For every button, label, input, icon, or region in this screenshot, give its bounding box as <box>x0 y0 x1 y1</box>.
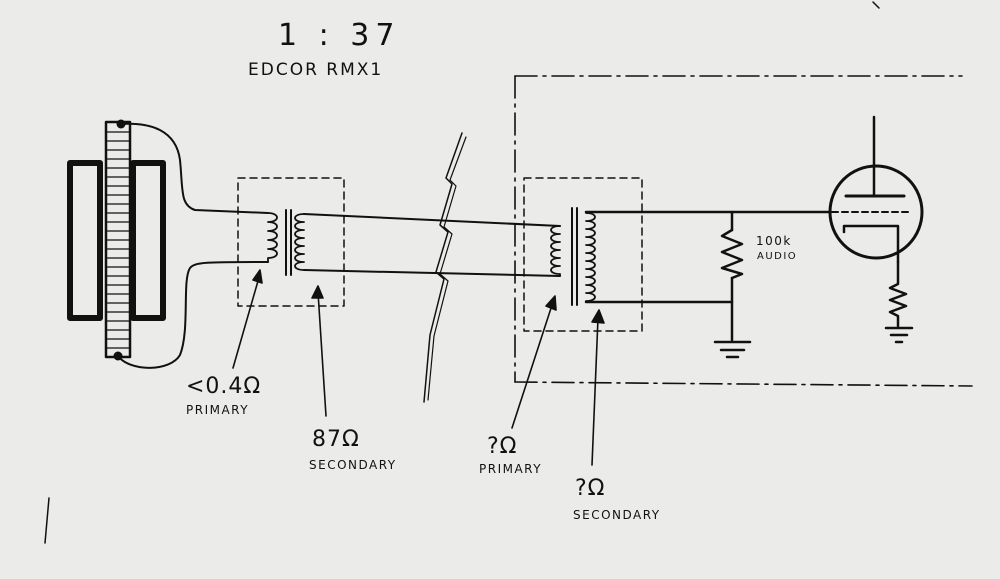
arrow-t2-secondary <box>591 317 599 466</box>
title-model: EDCOR RMX1 <box>248 60 384 80</box>
stray-pen-mark-2 <box>872 1 880 9</box>
t1-secondary-label: SECONDARY <box>309 458 397 472</box>
grid-circuit-wiring <box>584 210 832 342</box>
grid-resistor <box>720 228 744 280</box>
left-magnet <box>67 160 103 321</box>
cathode-resistor <box>888 260 908 328</box>
resistor-value: 100k <box>756 234 792 248</box>
ground-symbol-2 <box>884 326 914 344</box>
transformer-1 <box>237 177 345 307</box>
right-magnet <box>130 160 166 321</box>
cable-wires <box>303 213 561 277</box>
t1-primary-value: <0.4Ω <box>186 374 262 399</box>
t1-primary-label: PRIMARY <box>186 403 250 417</box>
transformer-2-shield <box>523 177 643 332</box>
vacuum-tube <box>828 115 924 264</box>
transformer-2-primary-coil <box>550 225 561 277</box>
distance-break-zigzag <box>423 132 463 403</box>
arrow-t1-primary <box>232 273 261 369</box>
ground-symbol-1 <box>713 340 752 359</box>
ribbon-motor <box>67 119 166 361</box>
t2-secondary-label: SECONDARY <box>573 508 661 522</box>
pointer-arrows <box>232 269 605 466</box>
ribbon-leads <box>117 122 269 369</box>
t2-primary-value: ?Ω <box>487 434 518 459</box>
transformer-1-shield <box>237 177 345 307</box>
resistor-type: AUDIO <box>757 251 798 262</box>
t2-secondary-value: ?Ω <box>575 476 606 501</box>
transformer-1-primary-coil <box>267 212 278 263</box>
t2-primary-label: PRIMARY <box>479 462 543 476</box>
preamp-enclosure <box>514 75 973 387</box>
stray-pen-mark <box>44 497 50 544</box>
tube-envelope <box>828 164 924 260</box>
t1-secondary-value: 87Ω <box>312 427 360 452</box>
distance-break-zigzag-outline <box>427 136 467 401</box>
transformer-1-secondary-coil <box>294 213 305 271</box>
arrow-t1-secondary <box>317 291 327 417</box>
ribbon-corrugations <box>105 131 131 349</box>
tube-cathode <box>842 224 900 264</box>
title-ratio: 1 : 37 <box>278 18 401 53</box>
transformer-2-secondary-coil <box>585 212 596 302</box>
transformer-2 <box>523 177 643 332</box>
arrow-t2-primary <box>511 301 554 429</box>
